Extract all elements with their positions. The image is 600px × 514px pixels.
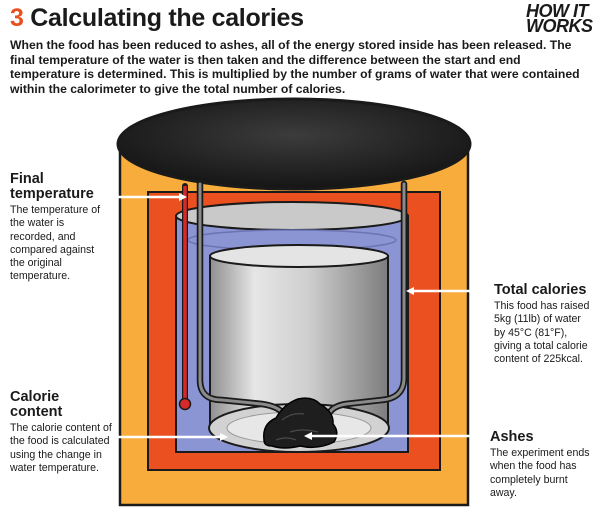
pointer-ashes [304, 432, 486, 440]
final-title-line-2: temperature [10, 186, 94, 202]
callout-final-temperature-body: The temperature of the water is recorded… [10, 204, 101, 283]
callout-total-calories: Total calories This food has raised 5kg … [494, 283, 594, 366]
callout-ashes: Ashes The experiment ends when the food … [490, 430, 590, 500]
intro-paragraph: When the food has been reduced to ashes,… [10, 38, 580, 96]
thermometer-bulb [178, 397, 192, 411]
title-text: Calculating the calories [30, 4, 304, 32]
callout-total-calories-title: Total calories [494, 282, 587, 298]
pointer-calorie-content [115, 433, 228, 441]
callout-ashes-title: Ashes [490, 429, 534, 445]
chamber-top [209, 244, 389, 268]
callout-calorie-content-body: The calorie content of the food is calcu… [10, 422, 112, 474]
final-title-line-1: Final [10, 171, 44, 187]
callout-total-calories-body: This food has raised 5kg (11lb) of water… [494, 300, 590, 366]
calorie-title-line-2: content [10, 404, 63, 420]
logo-line-1: HOW IT [526, 1, 589, 21]
pointer-final-temperature [105, 193, 187, 201]
callout-ashes-body: The experiment ends when the food has co… [490, 447, 590, 499]
page-title: 3 Calculating the calories [10, 4, 304, 33]
right-electrode-wire-core [328, 182, 406, 414]
pointer-total-calories [406, 287, 490, 295]
logo-line-2: WORKS [526, 16, 593, 36]
brand-logo: HOW IT WORKS [526, 1, 593, 36]
water-surface [175, 201, 409, 231]
calorie-title-line-1: Calorie [10, 389, 60, 405]
section-number: 3 [10, 4, 24, 32]
calorimeter-lid [116, 97, 472, 191]
left-electrode-wire-core [198, 182, 284, 414]
ash-texture [275, 413, 319, 441]
